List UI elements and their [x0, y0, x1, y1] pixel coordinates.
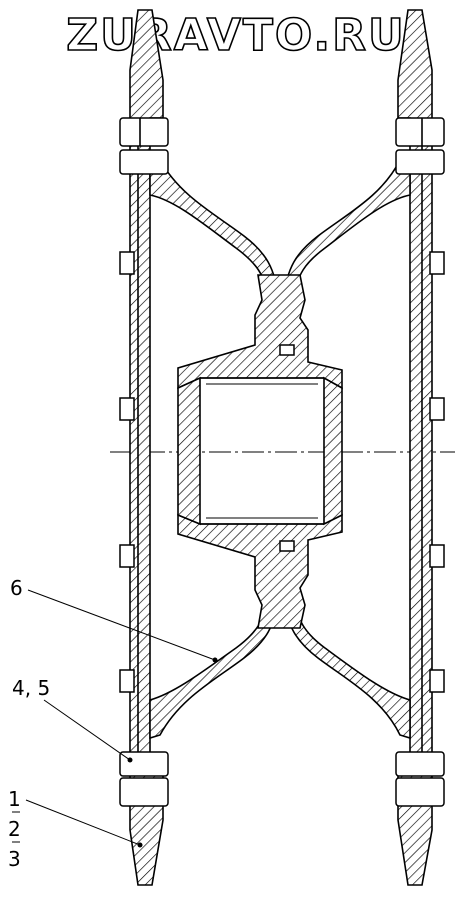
right-bolts	[395, 117, 445, 807]
left-bolts	[119, 117, 169, 807]
left-disc	[149, 153, 279, 740]
callout-1-2-3: 1 2 3	[8, 787, 143, 871]
callout-4-5: 4, 5	[12, 676, 133, 763]
right-disc	[283, 153, 411, 740]
label-2: 2	[8, 817, 21, 841]
callout-6: 6	[10, 576, 218, 663]
label-1: 1	[8, 787, 21, 811]
label-3: 3	[8, 847, 21, 871]
label-6: 6	[10, 576, 23, 600]
hub	[177, 274, 343, 629]
label-4-5: 4, 5	[12, 676, 50, 700]
watermark: ZURAVTO.RU	[66, 10, 405, 61]
